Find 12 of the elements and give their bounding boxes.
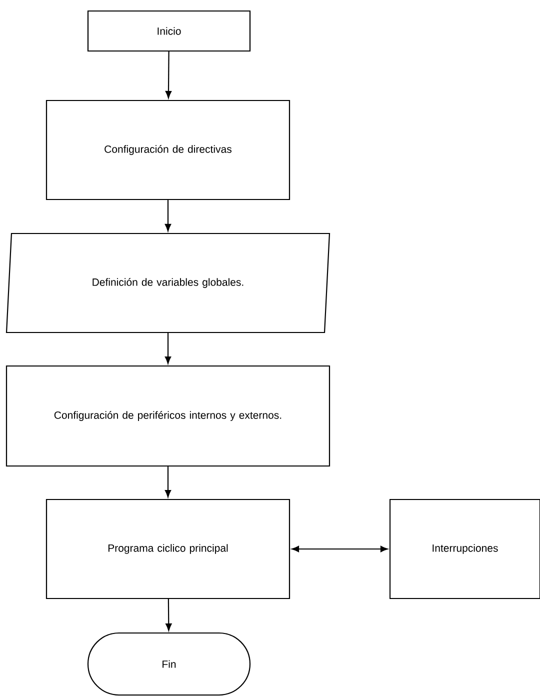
process-box: Interrupciones bbox=[389, 498, 540, 600]
arrow bbox=[292, 546, 388, 552]
arrow bbox=[165, 52, 172, 98]
process-box: Inicio bbox=[87, 10, 251, 52]
arrow bbox=[166, 599, 172, 631]
process-box: Programa ciclico principal bbox=[46, 498, 290, 600]
process-box: Configuración de directivas bbox=[46, 100, 290, 200]
arrow bbox=[164, 466, 172, 498]
process-box: Configuración de periféricos internos y externos. bbox=[6, 365, 330, 467]
input-output-parallelogram: Definición de variables globales. bbox=[6, 232, 330, 334]
arrow bbox=[164, 200, 172, 232]
arrow bbox=[164, 333, 172, 364]
